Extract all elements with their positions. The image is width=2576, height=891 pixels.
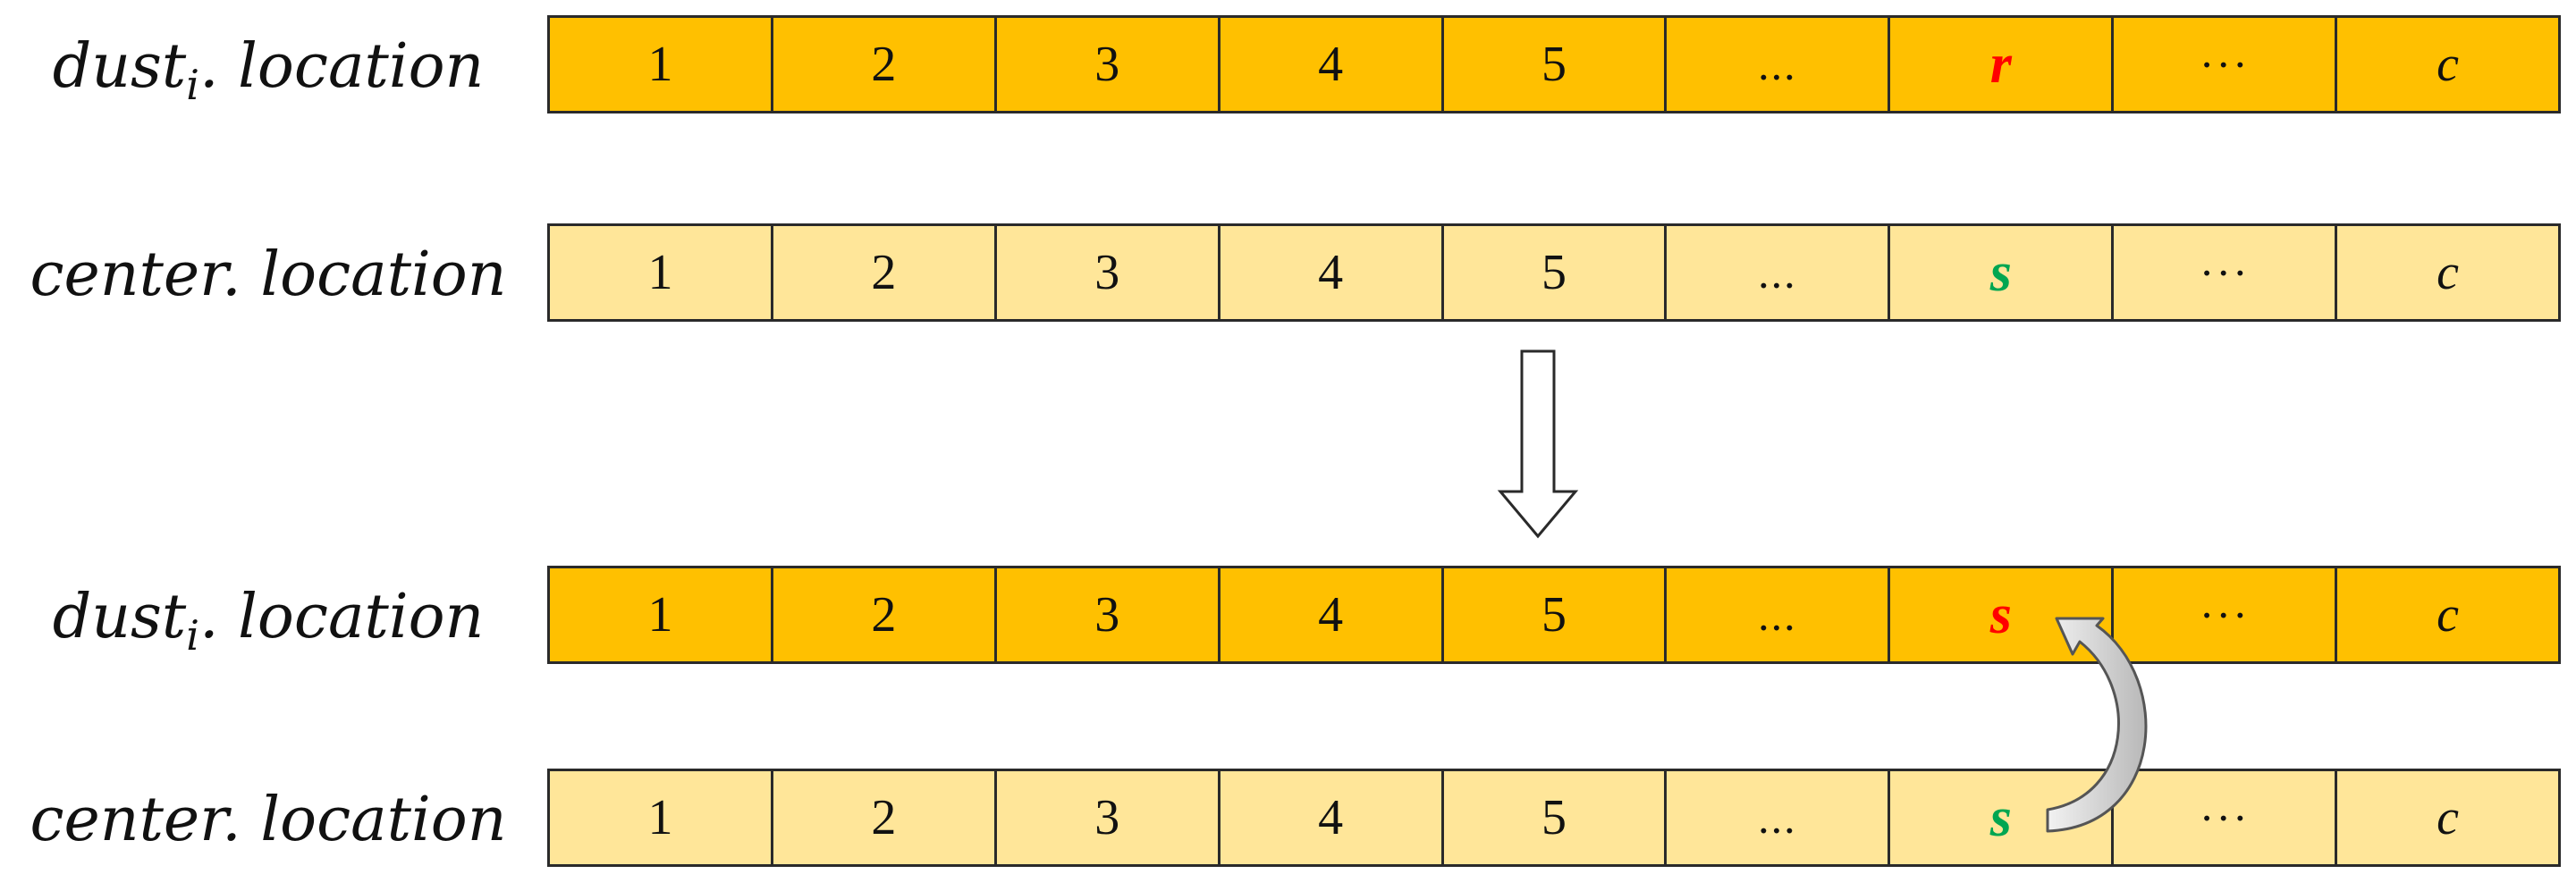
row-label-dust-2: dusti. location — [0, 566, 536, 669]
label-main: center. location — [30, 240, 507, 310]
array-cell: r — [1890, 18, 2115, 111]
array-cell: 2 — [773, 568, 997, 661]
array-cell: 1 — [550, 18, 773, 111]
array-cell: ... — [1667, 226, 1891, 319]
label-subscript: i — [186, 61, 199, 109]
array-cell: ... — [1667, 568, 1891, 661]
label-main: center. location — [30, 785, 507, 855]
array-cell: 5 — [1444, 771, 1668, 864]
array-cell: ··· — [2114, 568, 2338, 661]
array-cell: 4 — [1220, 568, 1444, 661]
array-cell: 1 — [550, 771, 773, 864]
array-cell: ... — [1667, 18, 1891, 111]
array-cell: 2 — [773, 226, 997, 319]
row-label-center-1: center. location — [0, 223, 536, 327]
array-cell: 2 — [773, 771, 997, 864]
array-cell: 5 — [1444, 568, 1668, 661]
array-cell: s — [1890, 568, 2115, 661]
array-cell: s — [1890, 226, 2115, 319]
array-cell: ... — [1667, 771, 1891, 864]
row-label-dust-1: dusti. location — [0, 15, 536, 119]
array-cell: 4 — [1220, 226, 1444, 319]
array-cell: ··· — [2114, 18, 2338, 111]
array-cell: c — [2437, 37, 2459, 92]
array-cell: 1 — [550, 568, 773, 661]
array-cell: ··· — [2114, 771, 2338, 864]
label-main: dust — [52, 582, 187, 652]
label-subscript: i — [186, 611, 199, 660]
array-cell: c — [2437, 790, 2459, 845]
array-cell: 5 — [1444, 226, 1668, 319]
array-cell: c — [2437, 245, 2459, 300]
label-main: dust — [52, 31, 187, 102]
array-cell: 5 — [1444, 18, 1668, 111]
array-cell: 4 — [1220, 771, 1444, 864]
array-cell: 3 — [997, 771, 1220, 864]
array-cell: 3 — [997, 18, 1220, 111]
array-cell: 4 — [1220, 18, 1444, 111]
array-cell: 1 — [550, 226, 773, 319]
array-cell: s — [1890, 771, 2115, 864]
array-cell: 2 — [773, 18, 997, 111]
down-arrow-icon — [1497, 349, 1579, 539]
array-cell: c — [2437, 587, 2459, 643]
label-tail: . location — [198, 31, 485, 102]
row-label-center-2: center. location — [0, 769, 536, 872]
array-cell: 3 — [997, 568, 1220, 661]
array-cell: 3 — [997, 226, 1220, 319]
label-tail: . location — [198, 582, 485, 652]
array-cell: ··· — [2114, 226, 2338, 319]
